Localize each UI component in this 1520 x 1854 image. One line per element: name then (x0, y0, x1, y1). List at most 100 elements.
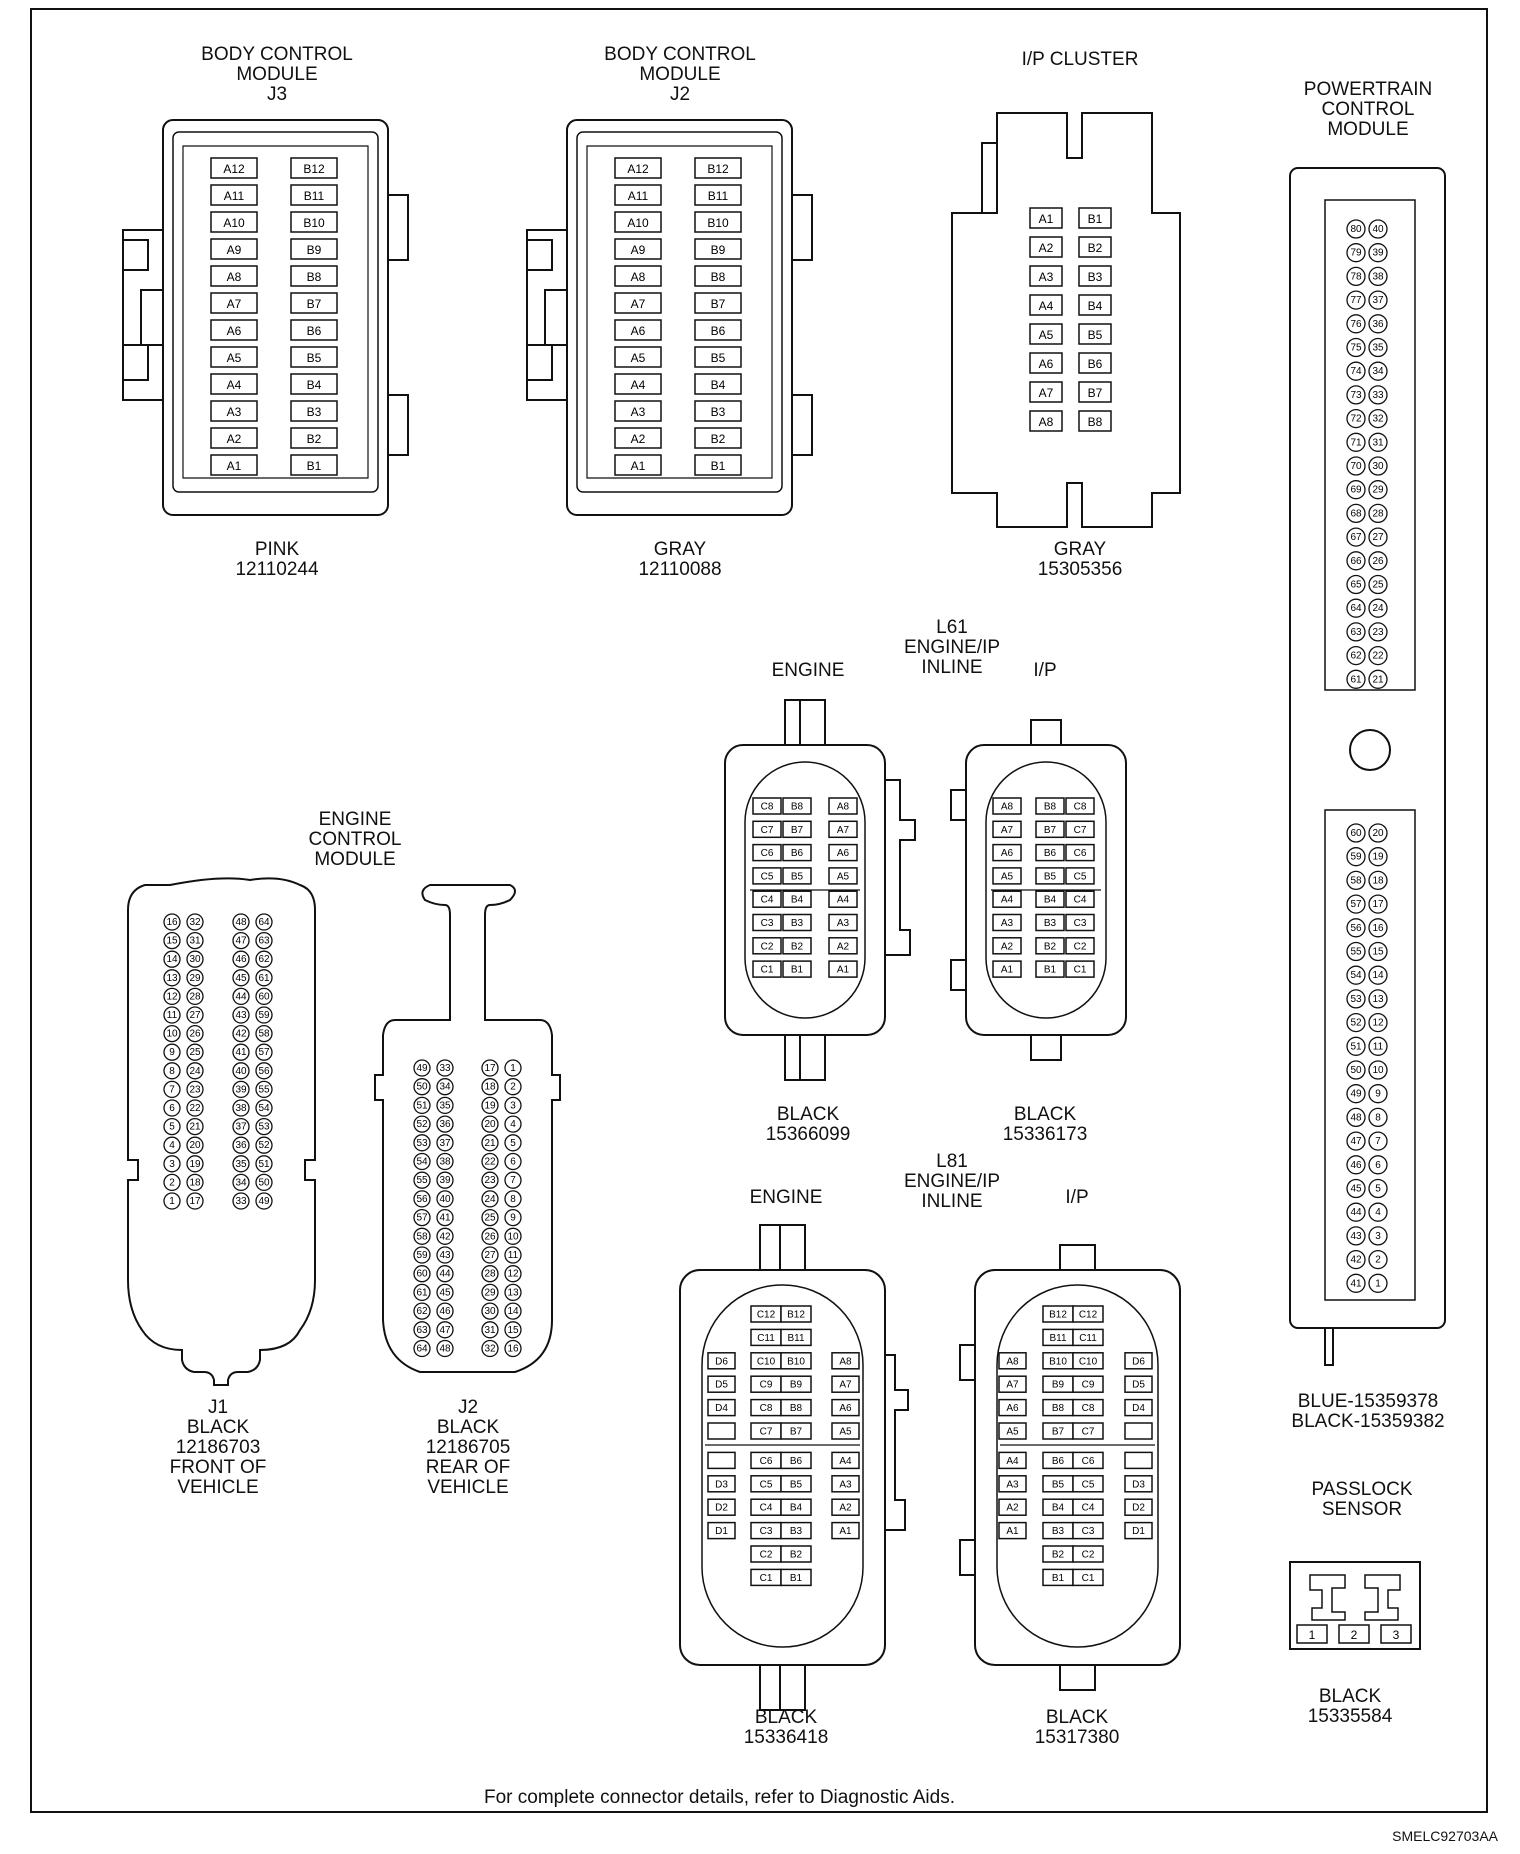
svg-text:16: 16 (507, 1344, 519, 1355)
l81-ip-pin-d1: D1 (1124, 1521, 1153, 1540)
svg-text:B2: B2 (790, 1550, 803, 1561)
ecm-j1-pin-29: 29 (186, 969, 204, 987)
svg-text:50: 50 (1350, 1065, 1362, 1076)
ecm-j1-pin-13: 13 (163, 969, 181, 987)
svg-text:42: 42 (1350, 1255, 1362, 1266)
ecm-j1-pin-36: 36 (232, 1136, 250, 1154)
svg-text:78: 78 (1350, 271, 1362, 282)
pcm-pin-5: 5 (1368, 1178, 1388, 1199)
svg-text:58: 58 (416, 1231, 428, 1242)
svg-text:3: 3 (1375, 1231, 1381, 1242)
svg-text:27: 27 (189, 1010, 201, 1021)
svg-text:6: 6 (169, 1103, 175, 1114)
pcm-pin-73: 73 (1346, 385, 1366, 405)
l61-ip-pin-c1: C1 (1065, 960, 1095, 978)
svg-text:9: 9 (1375, 1089, 1381, 1100)
svg-text:36: 36 (439, 1119, 451, 1130)
svg-text:C4: C4 (1082, 1503, 1095, 1514)
l81-ip-pin-c2: C2 (1072, 1545, 1104, 1563)
svg-text:B9: B9 (307, 243, 322, 257)
svg-text:A7: A7 (227, 297, 242, 311)
svg-text:59: 59 (1350, 852, 1362, 863)
ecm-j1-pin-25: 25 (186, 1043, 204, 1061)
l81-ip-pin-a7: A7 (998, 1375, 1027, 1393)
bcm_j3-pin-b1: B1 (290, 454, 338, 476)
svg-text:33: 33 (1372, 390, 1384, 401)
l81-engine-top-post (759, 1224, 806, 1270)
svg-text:60: 60 (416, 1269, 428, 1280)
svg-text:52: 52 (1350, 1018, 1362, 1029)
bcm_j3-pin-a1: A1 (210, 454, 258, 476)
passlock-key-right (1364, 1574, 1401, 1621)
svg-text:67: 67 (1350, 532, 1362, 543)
pcm-pin-42: 42 (1346, 1249, 1366, 1270)
svg-text:C8: C8 (760, 1403, 773, 1414)
svg-text:A10: A10 (627, 216, 649, 230)
l61-ip-pin-a7: A7 (992, 820, 1022, 839)
l61-ip-pin-c6: C6 (1065, 843, 1095, 862)
l61-ip-pin-b8: B8 (1035, 797, 1065, 815)
pcm-pin-75: 75 (1346, 337, 1366, 358)
svg-text:31: 31 (189, 936, 201, 947)
ecm-j2-pin-25: 25 (481, 1208, 499, 1227)
svg-text:A7: A7 (1039, 386, 1054, 400)
l61-engine-pin-c8: C8 (752, 797, 782, 815)
pcm-pin-63: 63 (1346, 622, 1366, 642)
svg-text:25: 25 (1372, 580, 1384, 591)
l81-engine-pin-d5: D5 (707, 1375, 736, 1393)
svg-text:B6: B6 (790, 1456, 803, 1467)
ip-cluster-pin-b1: B1 (1078, 207, 1112, 229)
passlock-key-left (1309, 1574, 1346, 1621)
svg-text:B11: B11 (1049, 1333, 1066, 1344)
ecm-j1-pin-31: 31 (186, 931, 204, 950)
bcm_j2-pin-a2: A2 (614, 427, 662, 449)
svg-text:B12: B12 (1049, 1310, 1067, 1321)
passlock-pin-1: 1 (1296, 1624, 1328, 1644)
svg-text:32: 32 (484, 1344, 496, 1355)
ecm-j2-pin-63: 63 (413, 1321, 431, 1339)
svg-text:A2: A2 (227, 432, 242, 446)
ecm-j1-pin-42: 42 (232, 1024, 250, 1043)
bcm_j2-pin-b2: B2 (694, 427, 742, 449)
pcm-pin-78: 78 (1346, 266, 1366, 287)
svg-text:37: 37 (439, 1138, 451, 1149)
l61-ip-pin-a8: A8 (992, 797, 1022, 815)
l81-engine-housing (679, 1269, 886, 1666)
svg-text:C1: C1 (761, 965, 774, 976)
ecm-j2-pin-17: 17 (481, 1059, 499, 1077)
svg-text:B9: B9 (790, 1380, 803, 1391)
svg-text:C2: C2 (760, 1550, 773, 1561)
svg-text:B1: B1 (790, 1573, 803, 1584)
ecm-j1-pin-61: 61 (255, 969, 273, 987)
svg-text:53: 53 (258, 1122, 270, 1133)
bcm_j3-pin-b5: B5 (290, 346, 338, 368)
ecm-j1-pin-44: 44 (232, 987, 250, 1006)
ecm-j1-housing (127, 877, 316, 1386)
ecm-j2-pin-23: 23 (481, 1171, 499, 1189)
bcm_j2-inner-wall (576, 131, 783, 493)
ip-cluster-pin-b4: B4 (1078, 294, 1112, 316)
pcm-pin-65: 65 (1346, 574, 1366, 595)
svg-text:10: 10 (166, 1029, 178, 1040)
svg-text:C3: C3 (1082, 1526, 1095, 1537)
ecm-j2-pin-10: 10 (504, 1227, 522, 1245)
l81-engine-pin-b9: B9 (780, 1375, 812, 1393)
svg-text:59: 59 (258, 1010, 270, 1021)
svg-text:C12: C12 (757, 1310, 776, 1321)
bcm_j3-pin-a3: A3 (210, 400, 258, 422)
ip-cluster-pin-b6: B6 (1078, 352, 1112, 374)
l81-engine-pin-c5: C5 (750, 1475, 782, 1493)
bcm_j2-pin-a9: A9 (614, 238, 662, 260)
bcm_j3-pin-b8: B8 (290, 265, 338, 287)
svg-text:C6: C6 (1082, 1456, 1095, 1467)
bcm_j3-pin-b7: B7 (290, 292, 338, 314)
bcm_j2-pin-a10: A10 (614, 211, 662, 233)
svg-text:1: 1 (169, 1196, 175, 1207)
svg-text:41: 41 (439, 1213, 451, 1224)
l81-ip-pin-blank-6-3 (1124, 1451, 1153, 1470)
svg-text:B8: B8 (1052, 1403, 1065, 1414)
svg-text:14: 14 (166, 954, 178, 965)
l61-ip-pin-a4: A4 (992, 890, 1022, 908)
